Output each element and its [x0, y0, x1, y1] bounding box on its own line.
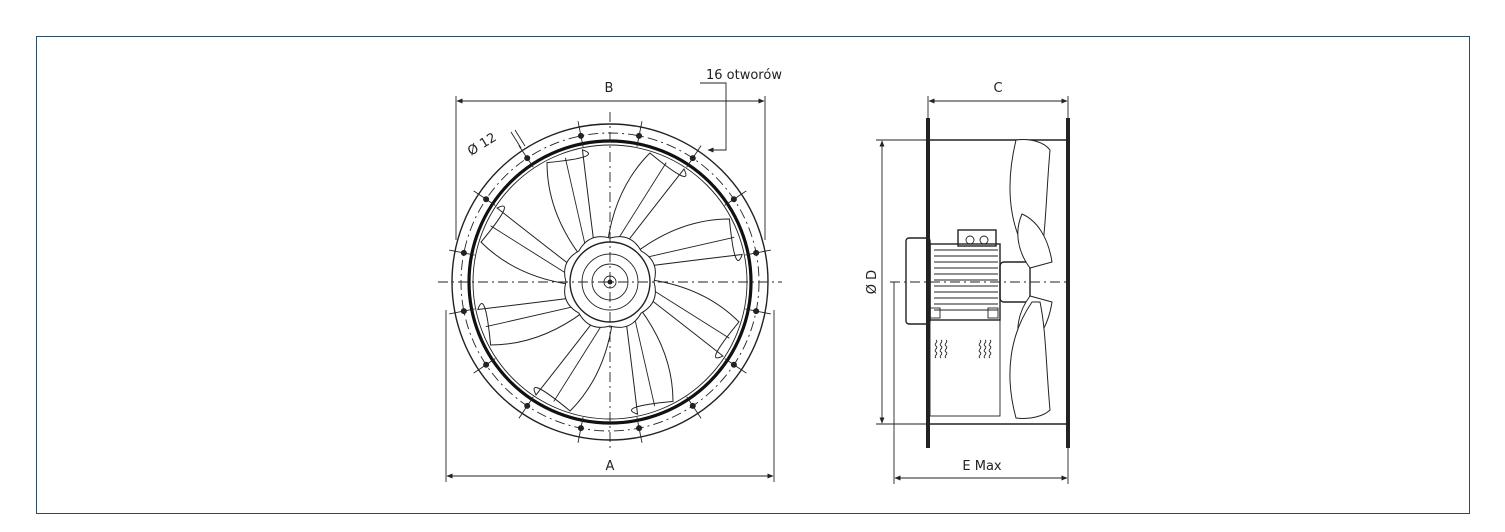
impeller-blade	[533, 318, 613, 412]
terminal-gland-1	[965, 235, 975, 245]
dim-e-label: E Max	[962, 459, 1002, 474]
mounting-hole	[483, 196, 490, 203]
impeller-blade	[635, 218, 743, 267]
front-flange	[926, 118, 930, 448]
impeller-blades	[477, 149, 743, 415]
impeller-blade	[607, 152, 687, 246]
drawing-frame	[36, 36, 1470, 514]
impeller-blade	[625, 307, 674, 415]
hole-dia-tick-1	[510, 131, 522, 149]
mounting-hole	[460, 308, 467, 315]
mounting-hole	[524, 402, 531, 409]
blade-rib	[553, 323, 604, 402]
spring-mounts	[934, 339, 992, 359]
mounting-hole	[483, 361, 490, 368]
impeller-blade	[546, 149, 595, 257]
mounting-hole	[577, 425, 584, 432]
spring-coil	[944, 339, 948, 359]
terminal-box	[957, 229, 997, 247]
side-blade-bottom	[1009, 301, 1051, 419]
front-view: B 16 otworów Ø 12 A	[438, 68, 782, 482]
mounting-hole	[636, 425, 643, 432]
impeller-blade	[480, 205, 574, 285]
mounting-hole	[730, 361, 737, 368]
blade-rib	[633, 316, 656, 407]
spring-coil	[978, 339, 982, 359]
blade-rib	[616, 162, 667, 241]
side-view: C Ø D E Max	[865, 81, 1070, 484]
side-blades	[1009, 139, 1053, 419]
dim-c-label: C	[993, 81, 1002, 96]
mounting-hole	[753, 249, 760, 256]
spring-coil	[983, 339, 987, 359]
spring-coil	[988, 339, 992, 359]
side-blade-upper	[1017, 213, 1053, 269]
mounting-hole	[636, 132, 643, 139]
motor-foot-left	[929, 307, 941, 319]
mounting-hole	[689, 402, 696, 409]
holes-label: 16 otworów	[706, 68, 782, 83]
motor-foot-right	[987, 307, 999, 319]
mounting-hole	[577, 132, 584, 139]
spring-coil	[934, 339, 938, 359]
terminal-gland-2	[979, 235, 989, 245]
dim-a-label: A	[606, 459, 615, 474]
mounting-hole	[753, 308, 760, 315]
blade-rib	[644, 236, 735, 259]
mounting-holes	[449, 121, 771, 443]
blade-rib	[485, 305, 576, 328]
mounting-hole	[524, 155, 531, 162]
blade-rib	[490, 225, 569, 276]
impeller-blade	[477, 297, 585, 346]
dim-b-label: B	[605, 81, 614, 96]
hole-dia-tick-2	[514, 129, 526, 147]
impeller-blade	[646, 279, 740, 359]
motor-support	[929, 319, 1001, 417]
holes-leader	[700, 82, 727, 153]
hole-diameter-label: Ø 12	[465, 130, 499, 159]
blade-rib	[564, 157, 587, 248]
dim-d-label: Ø D	[865, 270, 880, 294]
motor-fins	[934, 249, 998, 311]
blade-rib	[651, 288, 730, 339]
mounting-hole	[730, 196, 737, 203]
rear-flange	[1066, 118, 1070, 448]
spring-coil	[939, 339, 943, 359]
mounting-hole	[460, 249, 467, 256]
mounting-hole	[689, 155, 696, 162]
